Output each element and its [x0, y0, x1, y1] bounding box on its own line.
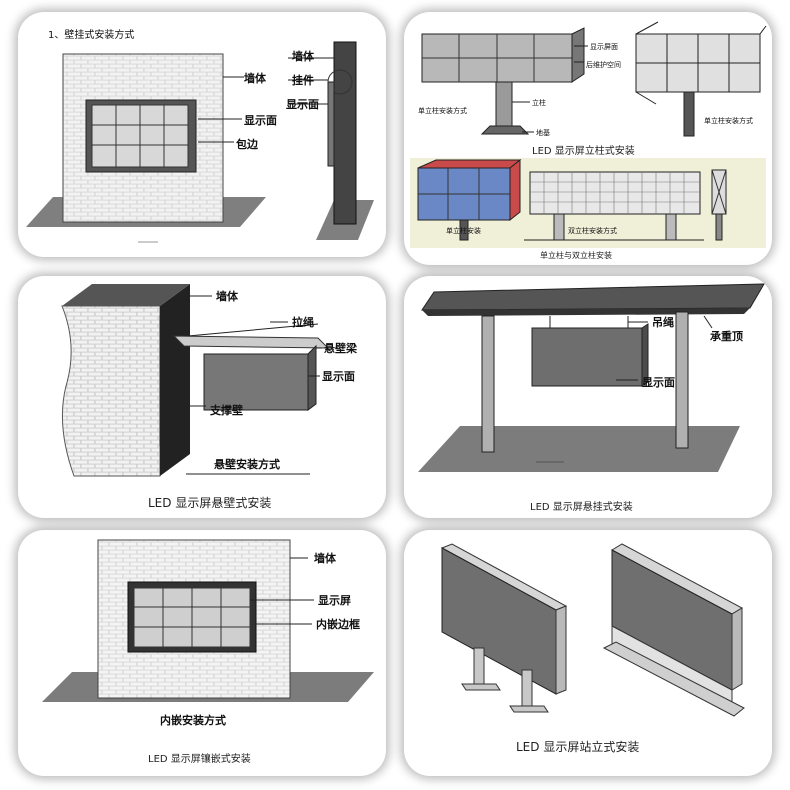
- embed-leaders: [250, 557, 314, 625]
- hanging-leaders: [616, 315, 713, 381]
- embed-screen-grid: [133, 587, 251, 648]
- cant-rope-label: 拉绳: [292, 316, 314, 329]
- side-wall: [333, 41, 357, 225]
- cantilever-screen: [203, 353, 309, 411]
- frame-title: 单立柱安装方式: [704, 117, 753, 125]
- embed-frame-label: 内嵌边框: [316, 618, 360, 631]
- roof: [421, 283, 765, 311]
- cantilever-leaders: [168, 295, 322, 407]
- cant-beam-label: 悬壁梁: [324, 342, 357, 355]
- hanging-screen: [531, 327, 643, 387]
- red-frame-column: [459, 219, 469, 241]
- standing-panel: LED 显示屏站立式安装: [404, 530, 772, 776]
- cant-wall-label: 墙体: [216, 290, 238, 303]
- standing-drawing: [440, 543, 745, 717]
- embedded-drawing: [42, 539, 374, 702]
- screen-face-label: 显示屏面: [590, 43, 618, 51]
- side-screen: [327, 81, 335, 167]
- double-col-small-label: 双立柱安装方式: [568, 227, 617, 235]
- embed-screen-label: 显示屏: [318, 594, 351, 607]
- wall-mount-title: 1、壁挂式安装方式: [48, 30, 135, 41]
- red-frame-3d: [417, 158, 522, 222]
- hanging-caption: LED 显示屏悬挂式安装: [530, 502, 633, 513]
- hang-panel-label: 显示面: [642, 376, 675, 389]
- single-col-small-label: 单立柱安装: [446, 227, 481, 235]
- column: [495, 81, 513, 129]
- cantilever-wall: [61, 305, 161, 477]
- column-caption-bottom: 单立柱与双立柱安装: [540, 251, 612, 260]
- embedded-panel: 墙体 显示屏 内嵌边框 内嵌安装方式 LED 显示屏镶嵌式安装: [18, 530, 386, 776]
- left-board-legs: [461, 647, 549, 713]
- cant-support-label: 支撑壁: [210, 404, 243, 417]
- cant-method-label: 悬壁安装方式: [214, 458, 280, 471]
- column-base: [480, 125, 530, 135]
- embed-wall-label: 墙体: [314, 552, 336, 565]
- embed-method-label: 内嵌安装方式: [160, 714, 226, 727]
- rear-space-label: 后维护空间: [586, 61, 621, 69]
- billboard-grid: [422, 34, 572, 82]
- wall-side: [160, 284, 190, 476]
- embedded-caption: LED 显示屏镶嵌式安装: [148, 754, 251, 765]
- hanging-panel: 吊绳 承重顶 显示面 LED 显示屏悬挂式安装: [404, 276, 772, 518]
- right-post: [675, 311, 689, 449]
- wall-mount-panel: 1、壁挂式安装方式 墙体 显示面 包边 墙体 挂件 显示面: [18, 12, 386, 257]
- trim-label: 包边: [236, 138, 258, 151]
- cantilever-panel: 墙体 拉绳 悬壁梁 显示面 支撑壁 悬壁安装方式 LED 显示屏悬壁式安装: [18, 276, 386, 518]
- wall-right-label: 墙体: [292, 50, 314, 63]
- hanger-label: 挂件: [292, 74, 314, 87]
- cantilever-drawing: [61, 284, 330, 477]
- hanging-ground: [418, 426, 740, 472]
- column-label: 立柱: [532, 99, 546, 107]
- column-mount-panel: 显示屏面 后维护空间 立柱 地基 单立柱安装方式 单立柱安装方式 LED 显示屏…: [404, 12, 772, 265]
- column-caption-top: LED 显示屏立柱式安装: [532, 146, 635, 157]
- cantilever-caption: LED 显示屏悬壁式安装: [148, 496, 272, 510]
- beam: [172, 323, 330, 349]
- double-column-grid: [530, 172, 700, 214]
- panel-front-label: 显示面: [244, 114, 277, 127]
- left-post: [481, 315, 495, 453]
- cant-panel-label: 显示面: [322, 370, 355, 383]
- wall-mount-drawing: [26, 41, 374, 243]
- wall-top: [62, 284, 190, 306]
- standing-caption: LED 显示屏站立式安装: [516, 740, 640, 754]
- leader-lines: [198, 57, 334, 143]
- hang-rope-label: 吊绳: [652, 316, 674, 329]
- hang-roof-label: 承重顶: [710, 330, 743, 343]
- support-frame: [159, 315, 175, 447]
- column-mount-drawing: [410, 21, 767, 248]
- frame-3d: [635, 21, 767, 105]
- wall-label: 墙体: [244, 72, 266, 85]
- single-column-title: 单立柱安装方式: [418, 107, 467, 115]
- screen-grid: [91, 104, 189, 168]
- double-column-screen: [529, 171, 701, 215]
- hanging-drawing: [418, 283, 765, 472]
- frame-column: [683, 91, 695, 137]
- side-face-label: 显示面: [286, 98, 319, 111]
- base-label: 地基: [536, 129, 550, 137]
- column-leaders: [512, 45, 588, 133]
